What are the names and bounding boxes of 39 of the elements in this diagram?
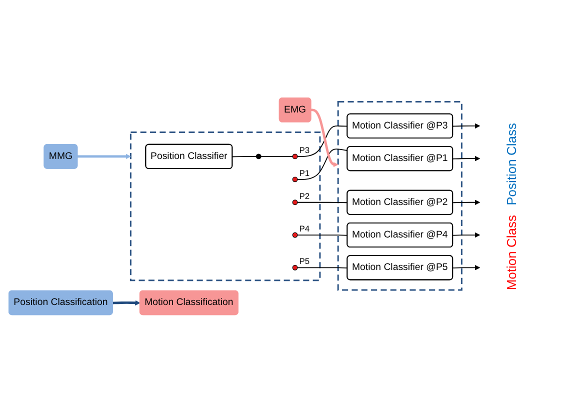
axis-label: Position Class <box>504 122 520 206</box>
process-box: Motion Classification <box>139 290 238 316</box>
arrow <box>452 232 480 238</box>
contact-dot <box>292 154 298 160</box>
arrow <box>452 156 480 162</box>
arrow <box>452 200 480 206</box>
connector-line <box>297 126 348 158</box>
process-box: Position Classifier <box>145 144 233 170</box>
contact-dot <box>292 200 298 206</box>
arrow <box>452 123 480 129</box>
point-label: P2 <box>299 190 310 201</box>
point-label: P1 <box>299 168 310 178</box>
axis-label: Motion Class <box>504 215 520 290</box>
connector-line <box>297 202 348 204</box>
contact-dot <box>256 154 262 160</box>
arrow <box>310 108 338 168</box>
process-box: Motion Classifier @P3 <box>346 114 454 139</box>
arrow <box>452 265 480 270</box>
connector-line <box>260 156 294 158</box>
contact-dot <box>292 265 298 271</box>
connector-line <box>297 267 348 269</box>
process-box: MMG <box>44 144 78 170</box>
process-box: Motion Classifier @P5 <box>346 255 454 280</box>
point-label: P5 <box>299 256 310 266</box>
process-box: Motion Classifier @P2 <box>346 190 454 216</box>
contact-dot <box>292 232 298 238</box>
process-box: Motion Classifier @P4 <box>346 222 454 248</box>
group-frame <box>130 132 321 282</box>
process-box: EMG <box>278 98 312 122</box>
arrow <box>77 154 131 160</box>
contact-dot <box>292 176 298 182</box>
connector-line <box>232 156 257 158</box>
arrow <box>112 300 140 306</box>
process-box: Motion Classifier @P1 <box>346 146 454 172</box>
connector-line <box>297 234 348 236</box>
point-label: P3 <box>299 145 310 156</box>
point-label: P4 <box>299 224 310 234</box>
connector-line <box>297 148 348 180</box>
process-box: Position Classification <box>8 290 113 316</box>
